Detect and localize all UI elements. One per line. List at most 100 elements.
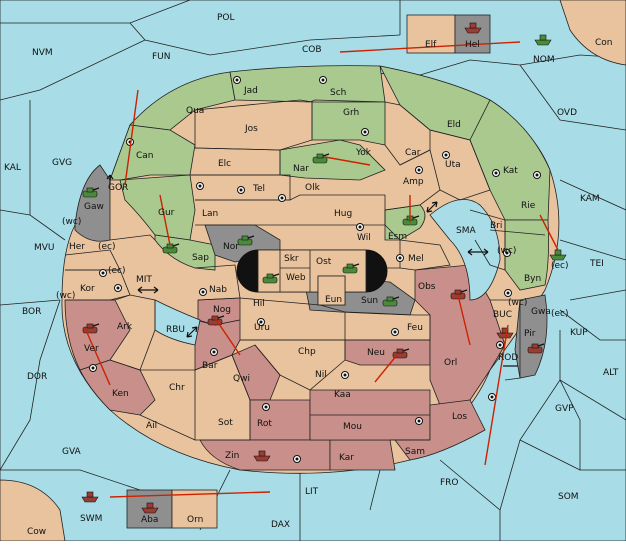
label-cob: COB: [302, 45, 322, 55]
label-ark: Ark: [117, 322, 133, 332]
territory-los[interactable]: [394, 399, 486, 461]
fleet-unit-hel[interactable]: [464, 22, 482, 34]
fleet-unit-aba[interactable]: [141, 502, 159, 514]
label-tei: TEI: [589, 259, 604, 269]
label-buc: BUC: [493, 310, 512, 320]
territory-neu[interactable]: [344, 339, 431, 366]
label-sun: Sun: [361, 296, 378, 306]
label-lit: LIT: [305, 487, 319, 497]
label-her: Her: [69, 242, 85, 252]
fleet-unit-swm[interactable]: [81, 491, 99, 503]
territory-qua[interactable]: [129, 71, 236, 131]
label-swm: SWM: [80, 514, 102, 524]
label-orn: Orn: [187, 515, 203, 525]
supply-center-marker: [319, 76, 327, 84]
sea-sma[interactable]: [429, 198, 501, 301]
sea-rbu[interactable]: [154, 299, 201, 346]
label-mel: Mel: [408, 254, 424, 264]
province-borders: [64, 99, 546, 441]
label-gvg: GVG: [52, 158, 72, 168]
label-esm: Esm: [388, 232, 407, 242]
supply-center-marker: [533, 171, 541, 179]
map-labels: POL COB FUN NVM Con NOM OVD KAL GVG KAM …: [4, 13, 619, 537]
fleet-unit-nom[interactable]: [534, 34, 552, 46]
territory-jad-sch[interactable]: [229, 65, 386, 103]
label-sot: Sot: [218, 418, 233, 428]
label-byn: Byn: [524, 274, 541, 284]
label-kam: KAM: [580, 194, 600, 204]
label-kar: Kar: [339, 453, 354, 463]
label-sap: Sap: [192, 253, 209, 263]
label-kat: Kat: [503, 166, 518, 176]
supply-center-marker: [293, 455, 301, 463]
territory-ver[interactable]: [64, 299, 131, 371]
label-gur: Gur: [158, 208, 175, 218]
label-nil: Nil: [315, 370, 327, 380]
label-bri: Bri: [490, 221, 502, 231]
label-nog: Nog: [213, 305, 231, 315]
order-arrows: [84, 41, 559, 498]
label-hel: Hel: [465, 40, 480, 50]
territory-hel[interactable]: [454, 14, 491, 54]
label-qua: Qua: [186, 106, 204, 116]
label-grh: Grh: [343, 108, 359, 118]
label-obs: Obs: [418, 282, 436, 292]
supply-center-marker: [210, 348, 218, 356]
supply-center-marker: [233, 76, 241, 84]
label-bar: Bar: [202, 361, 218, 371]
label-neu: Neu: [367, 348, 385, 358]
label-chp: Chp: [298, 347, 316, 357]
army-unit-pir[interactable]: [527, 343, 545, 354]
label-olk: Olk: [305, 183, 321, 193]
label-mit: MIT: [136, 275, 152, 285]
territory-ken[interactable]: [79, 359, 156, 416]
supply-centers: [89, 76, 541, 463]
fleet-unit-rie[interactable]: [549, 249, 567, 261]
supply-center-marker: [237, 186, 245, 194]
label-gwa-ec: (ec): [551, 309, 569, 319]
army-unit-nor[interactable]: [237, 235, 255, 246]
supply-center-marker: [391, 328, 399, 336]
supply-center-marker: [504, 289, 512, 297]
label-gwa-wc: (wc): [508, 298, 527, 308]
label-ail: Ail: [146, 421, 157, 431]
label-uru: Uru: [254, 323, 270, 333]
territory-gur[interactable]: [119, 174, 196, 241]
label-nar: Nar: [293, 164, 309, 174]
territory-cow[interactable]: [0, 479, 66, 542]
army-unit-gaw[interactable]: [82, 187, 100, 198]
label-car: Car: [405, 148, 421, 158]
label-som: SOM: [558, 492, 579, 502]
army-unit-sun[interactable]: [382, 296, 400, 307]
label-rie: Rie: [521, 201, 536, 211]
supply-center-marker: [89, 364, 97, 372]
label-ver: Ver: [84, 344, 99, 354]
territory-orn[interactable]: [171, 489, 218, 529]
supply-center-marker: [356, 223, 364, 231]
label-nvm: NVM: [32, 48, 53, 58]
territory-byn[interactable]: [504, 219, 549, 291]
label-eld: Eld: [447, 120, 461, 130]
territory-nar-yok[interactable]: [279, 139, 386, 181]
fleet-unit-rod[interactable]: [496, 327, 514, 339]
label-gaw: Gaw: [84, 202, 104, 212]
units: [81, 22, 567, 514]
army-unit-nar[interactable]: [312, 153, 330, 164]
territory-eun[interactable]: [317, 275, 346, 306]
army-unit-web[interactable]: [262, 273, 280, 284]
label-wil: Wil: [357, 233, 371, 243]
label-dor: DOR: [27, 372, 47, 382]
army-unit-gur[interactable]: [162, 243, 180, 254]
label-ken: Ken: [112, 389, 129, 399]
label-mou: Mou: [343, 422, 362, 432]
label-gaw-wc: (wc): [62, 217, 81, 227]
label-pol: POL: [217, 13, 235, 23]
territory-pir[interactable]: [514, 294, 548, 379]
label-web: Web: [286, 273, 306, 283]
fleet-unit-zin[interactable]: [253, 450, 271, 462]
label-orl: Orl: [444, 358, 457, 368]
supply-center-marker: [415, 166, 423, 174]
army-unit-ost[interactable]: [342, 263, 360, 274]
supply-center-marker: [257, 318, 265, 326]
